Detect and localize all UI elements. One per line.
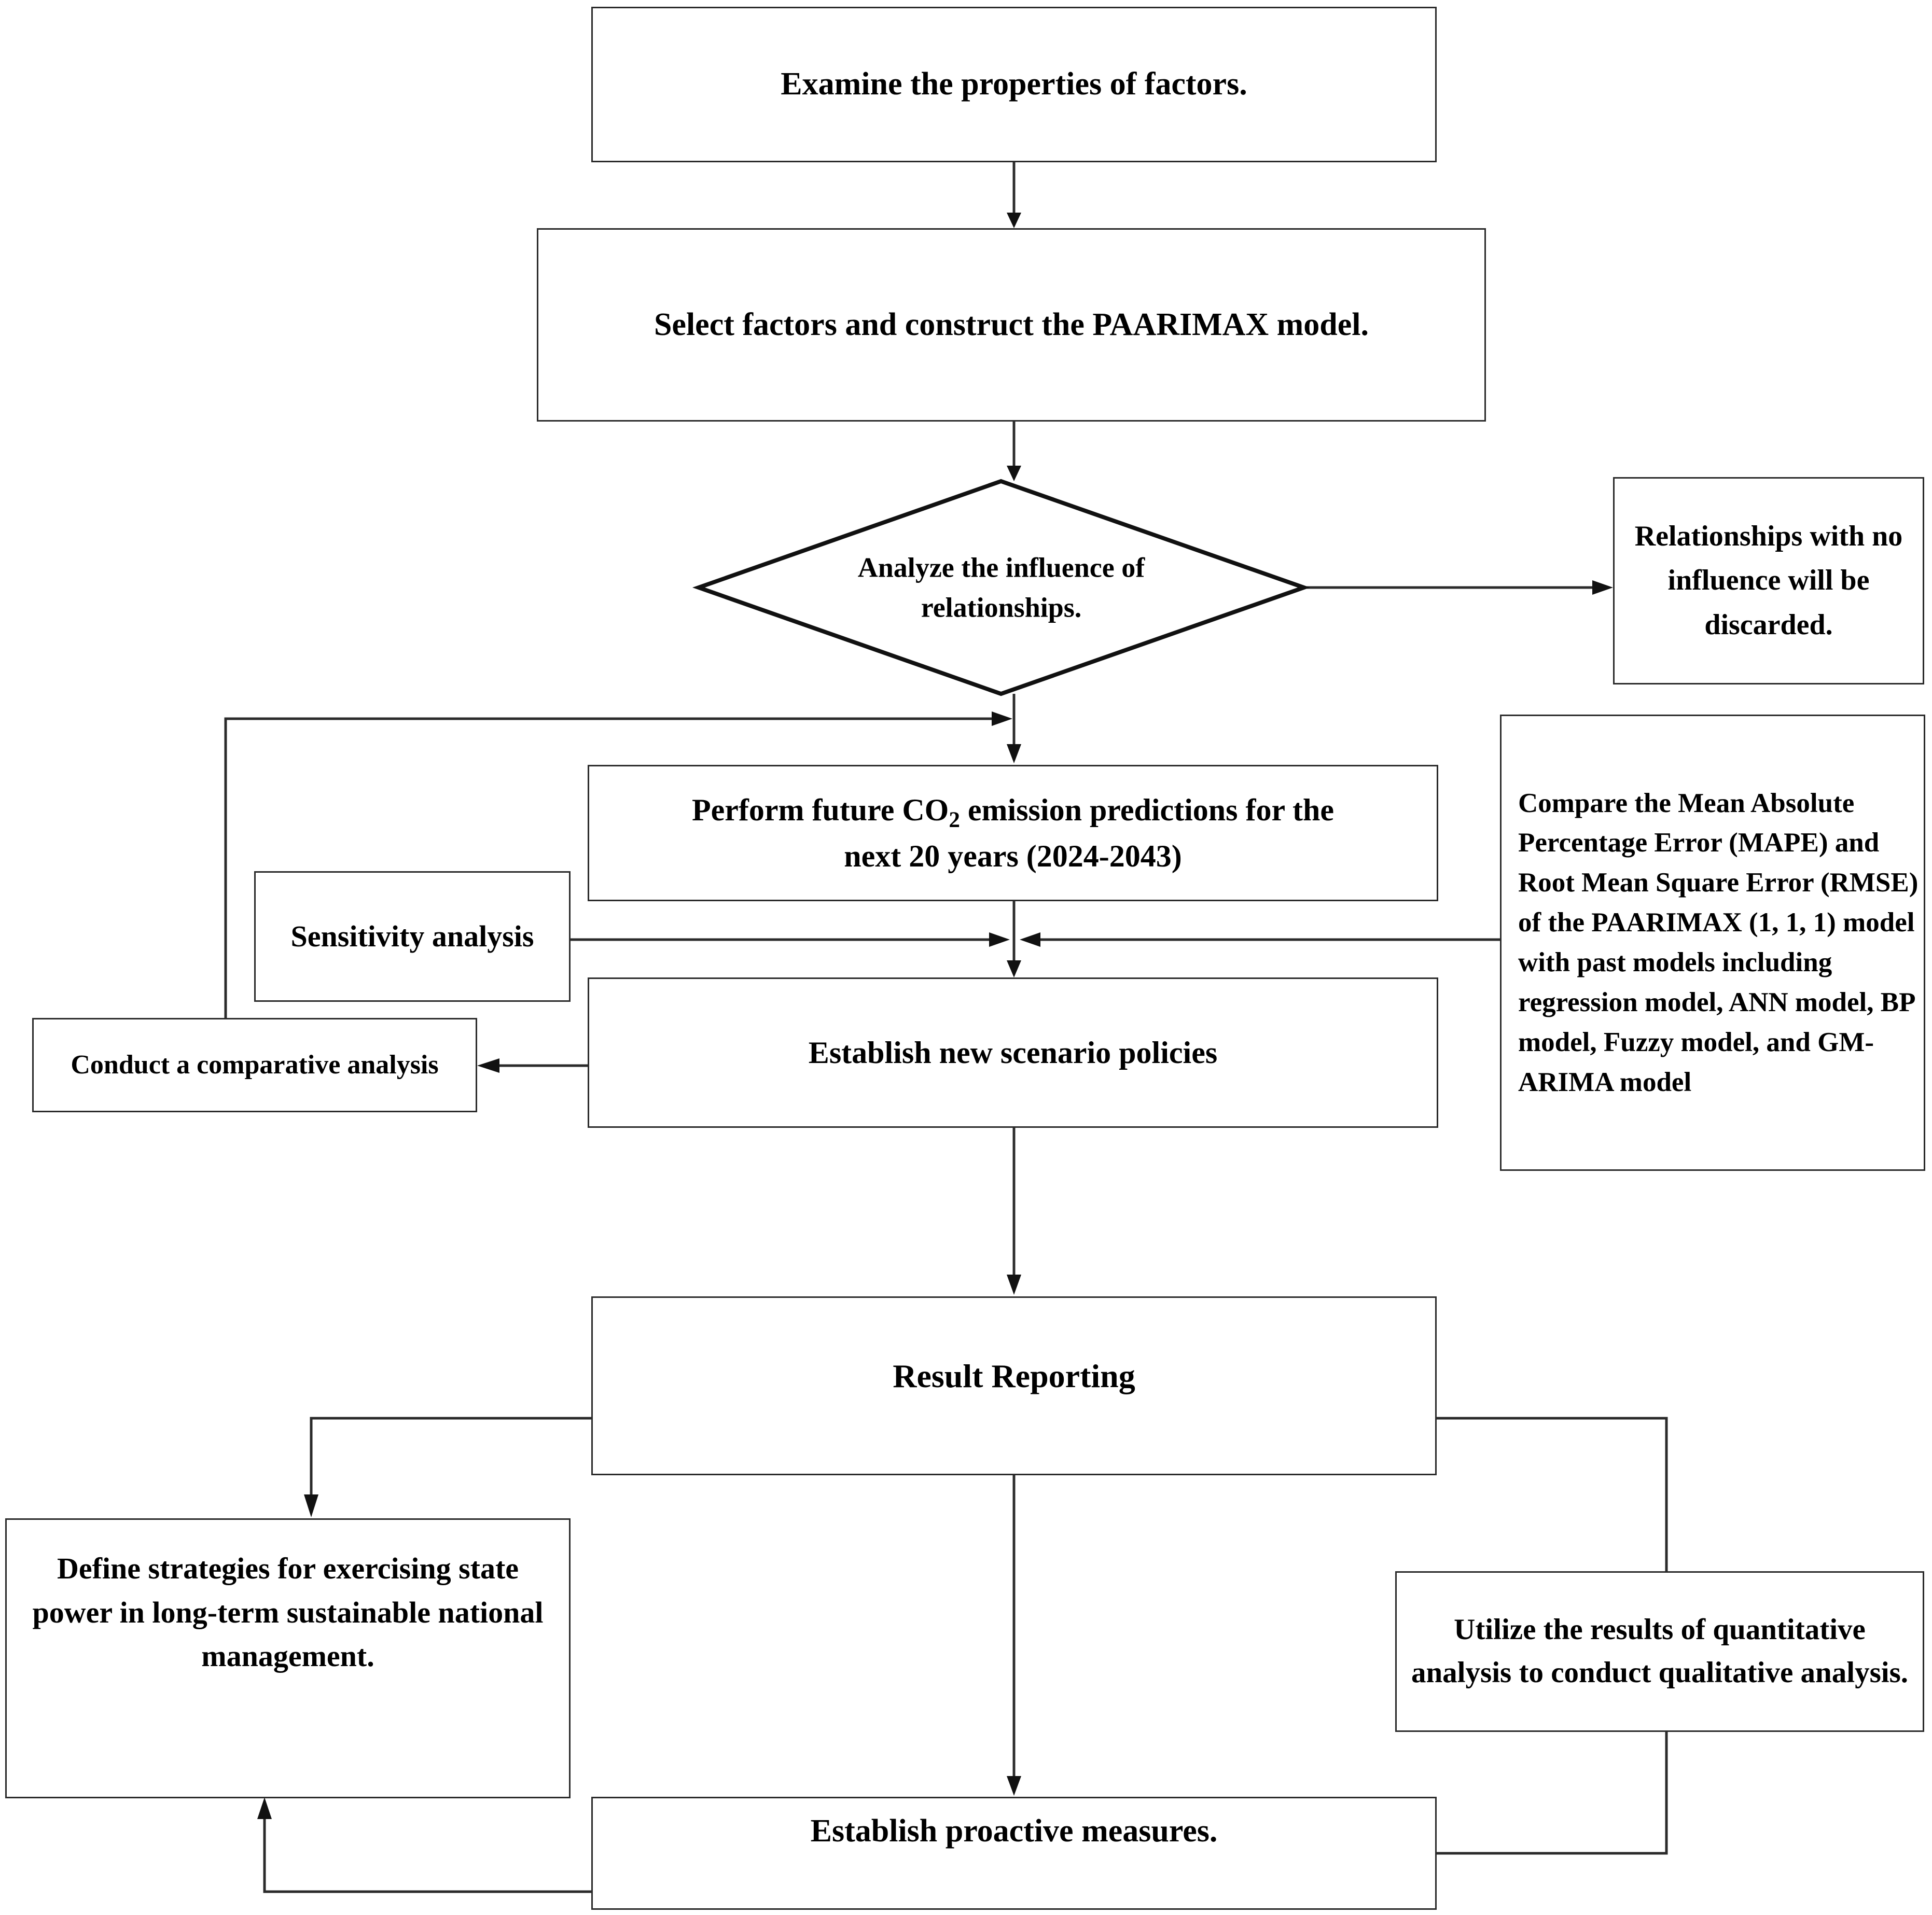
node-sensitivity-label: Sensitivity analysis (290, 919, 534, 954)
node-scenario-label: Establish new scenario policies (808, 1035, 1218, 1070)
edge-proactive-define (263, 1815, 591, 1893)
node-result-reporting[interactable]: Result Reporting (591, 1296, 1437, 1475)
node-establish-proactive-measures[interactable]: Establish proactive measures. (591, 1797, 1437, 1910)
node-co2-line1-b: emission predictions for the (960, 792, 1335, 827)
node-analyze-label: Analyze the influence of relationships. (789, 548, 1214, 627)
arrowhead-diamond-co2 (1007, 744, 1021, 763)
node-co2-predictions[interactable]: Perform future CO2 emission predictions … (588, 765, 1438, 901)
node-co2-line1-a: Perform future CO (691, 792, 949, 827)
node-define-label: Define strategies for exercising state p… (32, 1551, 544, 1673)
node-establish-scenario-policies[interactable]: Establish new scenario policies (588, 977, 1438, 1128)
node-sensitivity-analysis[interactable]: Sensitivity analysis (254, 871, 571, 1002)
node-conduct-label: Conduct a comparative analysis (71, 1050, 439, 1080)
arrowhead-diamond-discard (1592, 580, 1613, 595)
arrowhead-sensitivity-junction (989, 932, 1010, 947)
node-analyze-line2: relationships. (921, 592, 1082, 623)
node-utilize-results[interactable]: Utilize the results of quantitative anal… (1395, 1571, 1924, 1732)
node-co2-subscript: 2 (949, 807, 960, 832)
edge-result-define (310, 1417, 591, 1499)
edge-result-utilize (1437, 1417, 1668, 1571)
node-select-label: Select factors and construct the PAARIMA… (654, 306, 1369, 342)
node-compare-errors[interactable]: Compare the Mean Absolute Percentage Err… (1500, 715, 1925, 1171)
arrowhead-result-define (304, 1494, 318, 1517)
node-examine-label: Examine the properties of factors. (781, 66, 1247, 102)
arrowhead-proactive-define (257, 1797, 272, 1819)
node-conduct-comparative-analysis[interactable]: Conduct a comparative analysis (32, 1018, 477, 1112)
edge-utilize-proactive (1437, 1732, 1668, 1855)
arrowhead-scenario-result (1007, 1275, 1021, 1295)
node-compare-label: Compare the Mean Absolute Percentage Err… (1518, 788, 1919, 1097)
arrowhead-result-proactive (1007, 1776, 1021, 1796)
node-discard-label: Relationships with no influence will be … (1634, 520, 1903, 641)
node-result-label: Result Reporting (893, 1358, 1135, 1394)
node-discard-relationships[interactable]: Relationships with no influence will be … (1613, 477, 1924, 684)
arrowhead-compare-junction (1020, 932, 1040, 947)
node-examine-properties[interactable]: Examine the properties of factors. (591, 7, 1437, 162)
arrowhead-examine-select (1007, 213, 1021, 228)
node-co2-line2: next 20 years (2024-2043) (844, 838, 1182, 873)
arrowhead-conduct-feedback (992, 711, 1012, 726)
node-define-strategies[interactable]: Define strategies for exercising state p… (5, 1518, 571, 1798)
arrowhead-co2-scenario (1007, 960, 1021, 977)
node-select-factors[interactable]: Select factors and construct the PAARIMA… (537, 228, 1486, 422)
node-analyze-influence-decision[interactable]: Analyze the influence of relationships. (699, 481, 1304, 694)
node-co2-label: Perform future CO2 emission predictions … (589, 789, 1437, 877)
node-proactive-label: Establish proactive measures. (810, 1813, 1218, 1849)
arrowhead-select-diamond (1007, 466, 1021, 481)
node-analyze-line1: Analyze the influence of (857, 552, 1145, 583)
arrowhead-scenario-conduct (477, 1058, 499, 1073)
node-utilize-label: Utilize the results of quantitative anal… (1411, 1613, 1909, 1689)
